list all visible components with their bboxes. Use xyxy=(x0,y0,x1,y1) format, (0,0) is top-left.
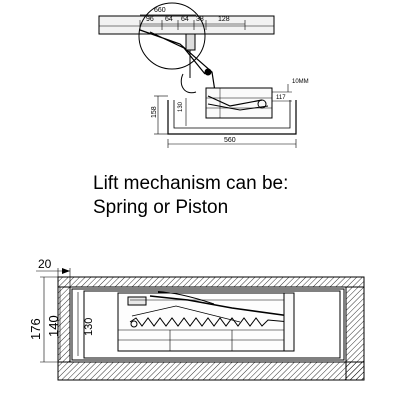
bottom-drawing xyxy=(36,268,365,381)
dim-top-gap: 20 xyxy=(38,257,52,271)
dim-bottom-inner-height: 130 xyxy=(83,318,95,336)
dim-outer-height: 176 xyxy=(28,318,43,340)
dim-mid-height: 140 xyxy=(46,315,61,337)
dim-seg-b: 64 xyxy=(165,16,173,23)
lift-arm xyxy=(139,29,217,99)
dim-left-height: 158 xyxy=(151,106,158,118)
dim-seg-e: 128 xyxy=(218,16,230,23)
cabinet-outline xyxy=(167,100,297,135)
caption: Lift mechanism can be: Spring or Piston xyxy=(93,172,288,220)
dim-right-height: 117 xyxy=(276,95,286,101)
dim-thickness: 10MM xyxy=(292,79,309,85)
hatched-top-slab xyxy=(57,276,365,288)
dim-seg-c: 64 xyxy=(181,16,189,23)
dim-overall-top: 660 xyxy=(154,7,166,14)
top-drawing xyxy=(98,2,297,148)
dim-bottom-width: 560 xyxy=(224,137,236,144)
dim-seg-a: 96 xyxy=(146,16,154,23)
detail-circle xyxy=(138,2,206,70)
dim-seg-d: 38 xyxy=(196,16,204,23)
caption-line-2: Spring or Piston xyxy=(93,197,229,218)
hatched-bottom-slab xyxy=(57,361,365,381)
caption-line-1: Lift mechanism can be: xyxy=(93,173,289,194)
dim-inner-height: 130 xyxy=(178,101,184,112)
lift-spring xyxy=(129,317,291,327)
mechanism-box xyxy=(205,87,273,119)
